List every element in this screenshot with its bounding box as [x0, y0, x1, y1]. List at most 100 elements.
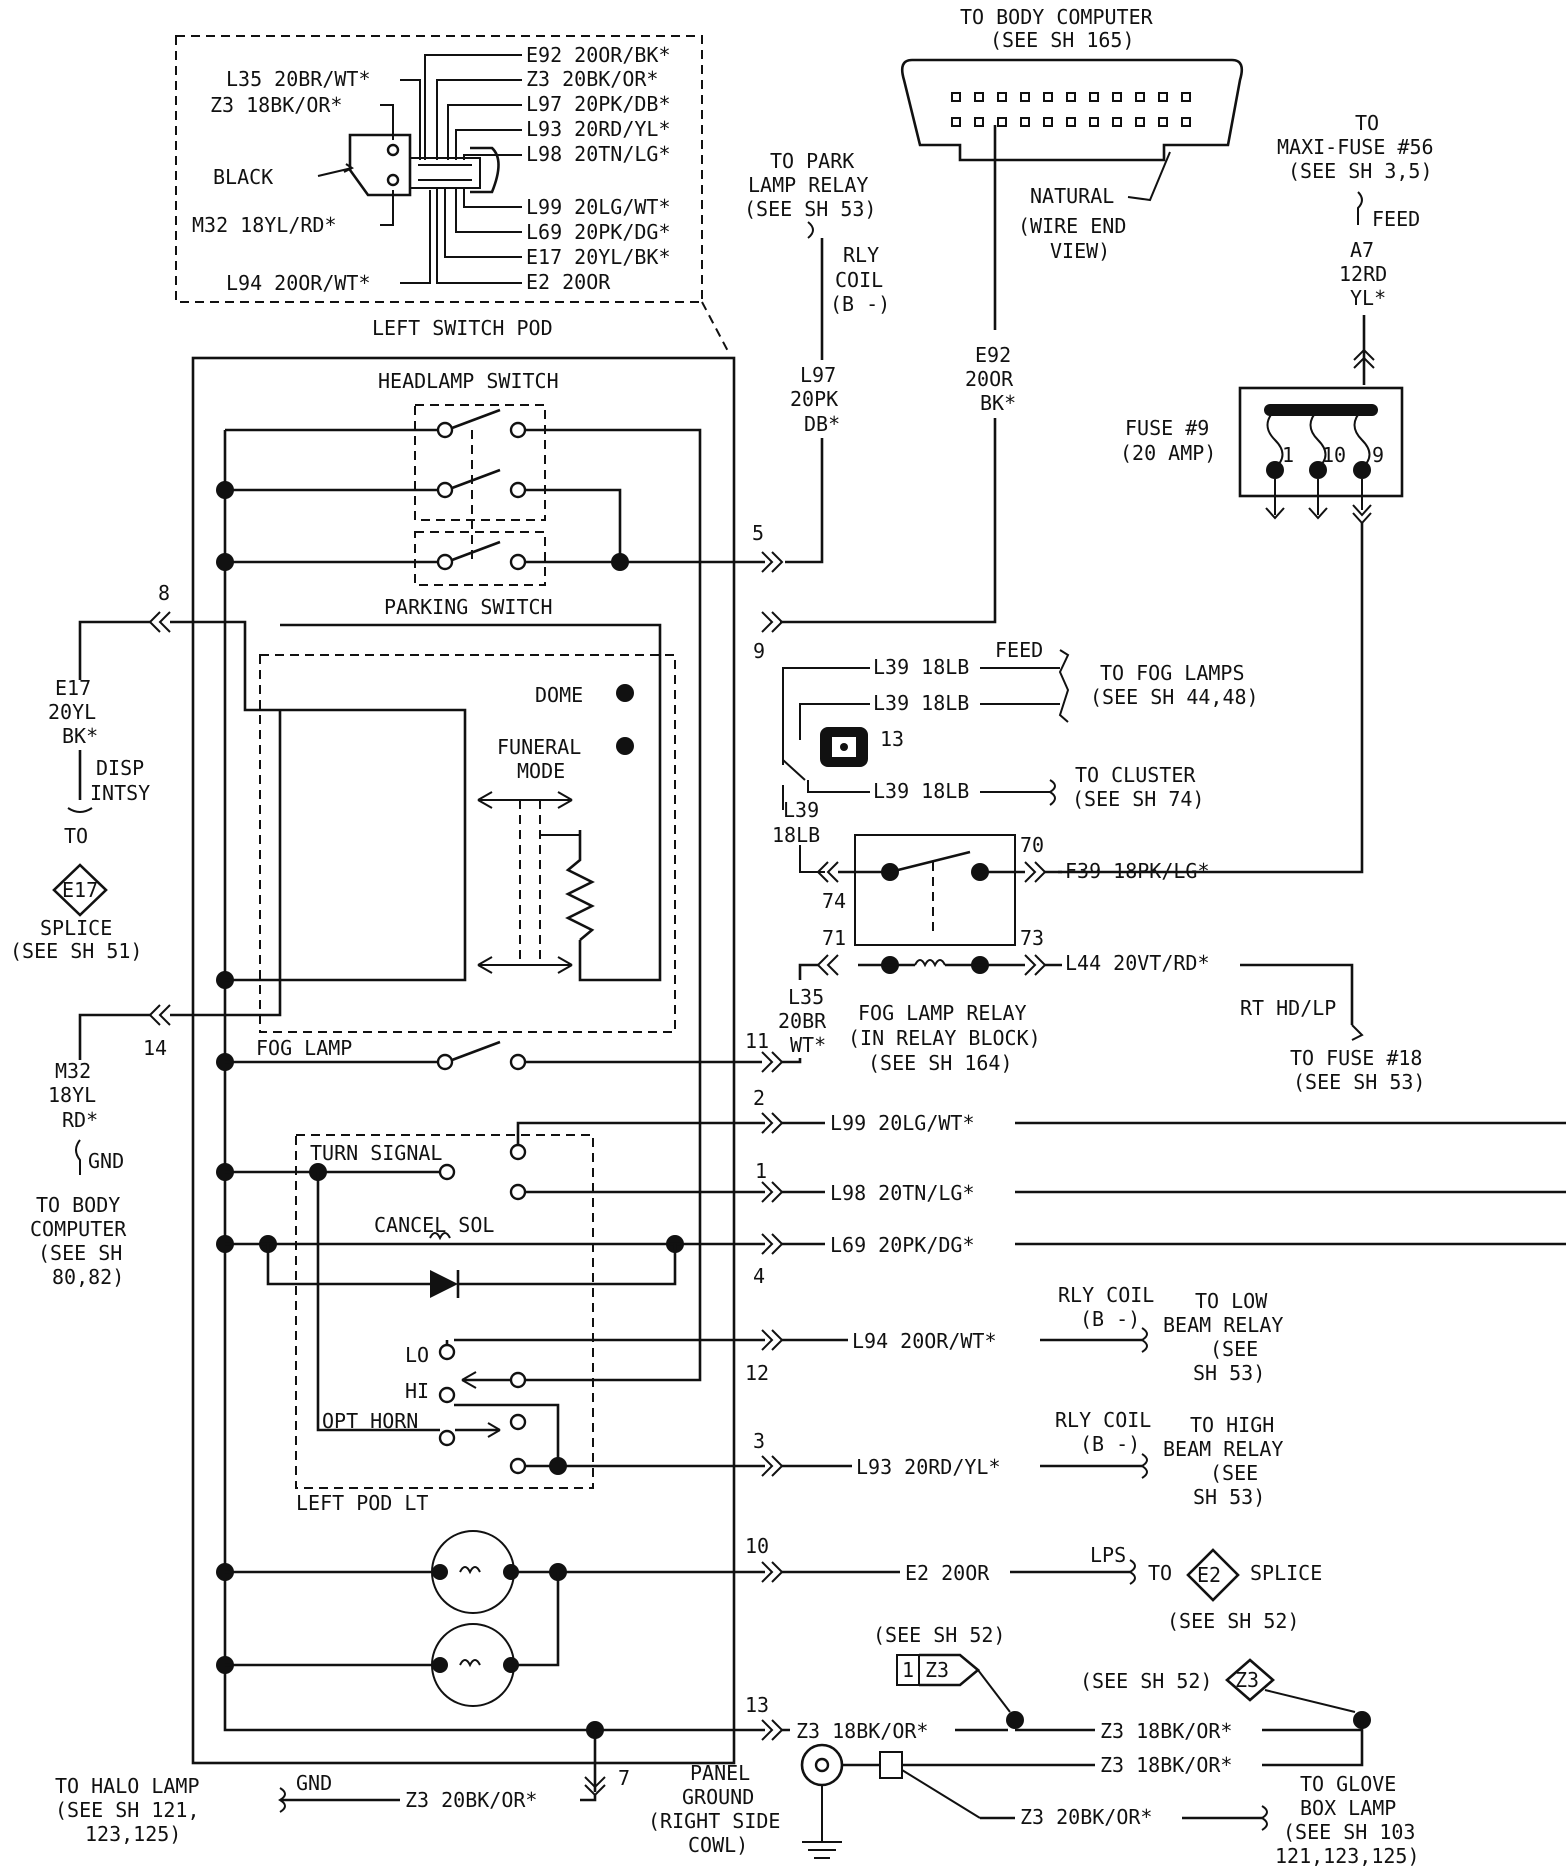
panel-ground-1: PANEL: [690, 1761, 750, 1785]
e17-to: TO: [64, 824, 88, 848]
left-switch-pod-inset: LEFT SWITCH POD BLACK L35 20BR/WT* Z3 18…: [175, 35, 731, 356]
fog-relay-2: (IN RELAY BLOCK): [848, 1026, 1041, 1050]
maxi-sheet: (SEE SH 3,5): [1288, 159, 1433, 183]
m32-to-3: (SEE SH: [38, 1241, 122, 1265]
pod-wire-z3: Z3 18BK/OR*: [210, 93, 342, 117]
fog-relay-1: FOG LAMP RELAY: [858, 1001, 1027, 1025]
e17-disp-1: DISP: [96, 756, 144, 780]
pod-black-label: BLACK: [213, 165, 273, 189]
lps-label: LPS: [1090, 1543, 1126, 1567]
lo-relay-1: TO LOW: [1195, 1289, 1268, 1313]
body-computer-connector: TO BODY COMPUTER (SEE SH 165) NATURAL (W…: [900, 5, 1244, 263]
m32-to-4: 80,82): [52, 1265, 124, 1289]
glove-3: (SEE SH 103: [1283, 1820, 1415, 1844]
fog-l39-a: L39: [783, 798, 819, 822]
pod-wire-l93: L93 20RD/YL*: [526, 117, 671, 141]
pin-12: 12: [745, 1361, 769, 1385]
wire-l94: L94 20OR/WT*: [852, 1329, 997, 1353]
e17-wire-2: 20YL: [48, 700, 96, 724]
fuse-t9: 9: [1372, 443, 1384, 467]
body-computer-title: TO BODY COMPUTER: [960, 5, 1154, 29]
halo-2: (SEE SH 121,: [55, 1798, 200, 1822]
pin-4: 4: [753, 1264, 765, 1288]
wire-l99: L99 20LG/WT*: [830, 1111, 975, 1135]
e17-splice-label: SPLICE: [40, 916, 112, 940]
panel-ground-4: COWL): [688, 1833, 748, 1857]
l35-3: WT*: [790, 1033, 826, 1057]
lo-coil-1: RLY COIL: [1058, 1283, 1154, 1307]
m32-wire-1: M32: [55, 1059, 91, 1083]
z3-splice-2-id: Z3: [1235, 1668, 1259, 1692]
l44-wire: L44 20VT/RD*: [1065, 951, 1210, 975]
pin-11: 11: [745, 1029, 769, 1053]
halo-3: 123,125): [85, 1822, 181, 1846]
pin-2: 2: [753, 1086, 765, 1110]
lo-relay-3: (SEE: [1210, 1337, 1258, 1361]
hi-relay-4: SH 53): [1193, 1485, 1265, 1509]
m32-to-2: COMPUTER: [30, 1217, 127, 1241]
glove-1: TO GLOVE: [1300, 1772, 1396, 1796]
relay-t74: 74: [822, 889, 846, 913]
pin-3: 3: [753, 1429, 765, 1453]
maxi-name: MAXI-FUSE #56: [1277, 135, 1434, 159]
park-sheet: (SEE SH 53): [744, 197, 876, 221]
m32-wire-3: RD*: [62, 1108, 98, 1132]
maxi-to: TO: [1355, 111, 1379, 135]
park-coil-1: RLY: [843, 243, 879, 267]
hi-coil-1: RLY COIL: [1055, 1408, 1151, 1432]
hi-relay-1: TO HIGH: [1190, 1413, 1274, 1437]
a7-wire-2: 12RD: [1339, 262, 1387, 286]
halo-1: TO HALO LAMP: [55, 1774, 200, 1798]
opt-horn-label: OPT HORN: [322, 1409, 418, 1433]
connector-pin-row-bottom: [951, 117, 1191, 127]
fuse9-name: FUSE #9: [1125, 416, 1209, 440]
left-pod-lt-label: LEFT POD LT: [296, 1491, 428, 1515]
lo-label: LO: [405, 1343, 429, 1367]
e17-splice-diamond: E17: [52, 863, 108, 917]
z3-splice-1-num: 1: [902, 1658, 914, 1682]
funeral-label-2: MODE: [517, 759, 565, 783]
e2-to: TO: [1148, 1561, 1172, 1585]
ground-section: (SEE SH 52) 1 Z3 (SEE SH 52) Z3 Z3 18BK/…: [55, 1623, 1420, 1868]
pin-14: 14: [143, 1036, 167, 1060]
l97-wire-3: DB*: [804, 412, 840, 436]
pod-wire-l97: L97 20PK/DB*: [526, 92, 671, 116]
f39-wire: F39 18PK/LG*: [1065, 859, 1210, 883]
wire-l69: L69 20PK/DG*: [830, 1233, 975, 1257]
wire-end-label-2: VIEW): [1050, 239, 1110, 263]
e17-splice-id: E17: [62, 878, 98, 902]
hi-relay-3: (SEE: [1210, 1461, 1258, 1485]
pod-wire-z3-20: Z3 20BK/OR*: [526, 67, 658, 91]
wire-e2: E2 20OR: [905, 1561, 990, 1585]
pin-labels: 5 8 9 14 11 2 1 4 12 3 10 13 7: [143, 521, 769, 1790]
pod-wire-m32: M32 18YL/RD*: [192, 213, 337, 237]
e17-sheet: (SEE SH 51): [10, 939, 142, 963]
pod-wire-l99: L99 20LG/WT*: [526, 195, 671, 219]
z3-splice-1-id: Z3: [925, 1658, 949, 1682]
headlamp-switch-label: HEADLAMP SWITCH: [378, 369, 559, 393]
rt-hd-lp: RT HD/LP: [1240, 996, 1336, 1020]
funeral-label-1: FUNERAL: [497, 735, 581, 759]
z3-splice-2: Z3: [1225, 1658, 1275, 1702]
e17-wire-3: BK*: [62, 724, 98, 748]
pod-wire-l94: L94 20OR/WT*: [226, 271, 371, 295]
fog-splice-13-icon: [820, 727, 868, 767]
ground-z3-d: Z3 20BK/OR*: [405, 1788, 537, 1812]
l97-wire-2: 20PK: [790, 387, 838, 411]
l97-wire-1: L97: [800, 363, 836, 387]
fog-lamp-switch-label: FOG LAMP: [256, 1036, 352, 1060]
fog-l39-feed: L39 18LB: [873, 655, 969, 679]
pod-wire-e2: E2 20OR: [526, 270, 611, 294]
fog-splice-13: 13: [880, 727, 904, 751]
park-coil-3: (B -): [830, 292, 890, 316]
fog-relay-3: (SEE SH 164): [868, 1051, 1013, 1075]
ground-sh52-a: (SEE SH 52): [873, 1623, 1005, 1647]
e92-wire-3: BK*: [980, 391, 1016, 415]
e17-wire-1: E17: [55, 676, 91, 700]
fog-l39-b: 18LB: [772, 823, 820, 847]
fuse-t10: 10: [1322, 443, 1346, 467]
pin-8: 8: [158, 581, 170, 605]
ground-z3-c: Z3 18BK/OR*: [1100, 1753, 1232, 1777]
pod-wire-l35: L35 20BR/WT*: [226, 67, 371, 91]
